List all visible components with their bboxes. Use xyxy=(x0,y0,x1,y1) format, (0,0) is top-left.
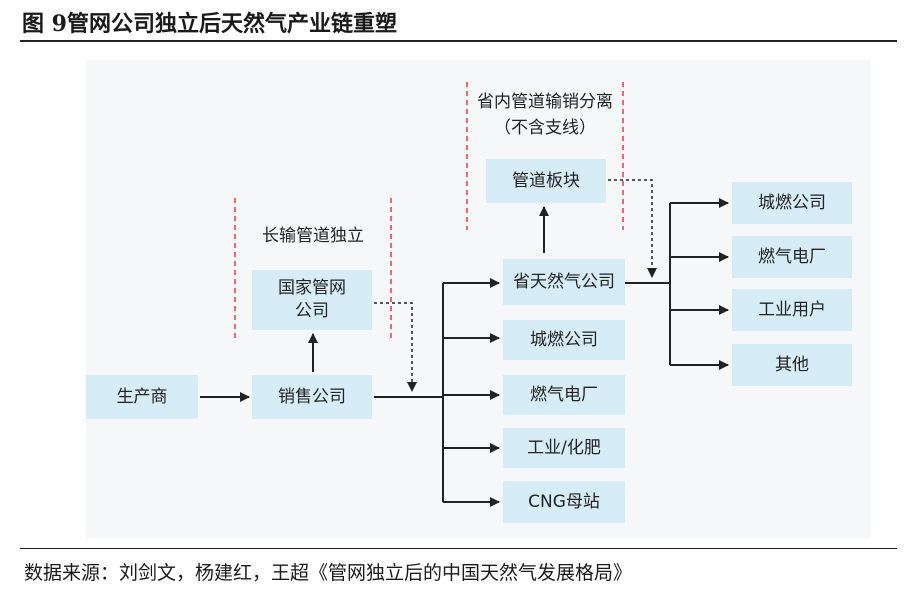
label-provincial-separation-1: 省内管道输销分离 xyxy=(477,92,613,112)
bottom-rule xyxy=(20,548,897,549)
node-cng-station: CNG母站 xyxy=(503,481,625,523)
figure-source: 数据来源：刘剑文，杨建红，王超《管网独立后的中国天然气发展格局》 xyxy=(24,562,633,584)
node-city-gas-right: 城燃公司 xyxy=(732,182,852,224)
diagram-canvas: 长输管道独立 省内管道输销分离 （不含支线） 生产商 销售公司 国家管网 公司 … xyxy=(86,60,871,538)
node-gas-power-right: 燃气电厂 xyxy=(732,236,852,278)
node-gas-power-mid: 燃气电厂 xyxy=(503,375,625,415)
diagram-connectors xyxy=(200,82,729,507)
node-provincial-gas: 省天然气公司 xyxy=(503,259,625,305)
node-producer: 生产商 xyxy=(86,375,198,419)
node-pipeline-segment: 管道板块 xyxy=(486,159,606,203)
dotted-segment-junction xyxy=(608,179,657,278)
top-rule xyxy=(20,40,897,42)
node-city-gas-mid: 城燃公司 xyxy=(503,320,625,360)
label-long-distance: 长输管道独立 xyxy=(262,226,364,246)
label-provincial-separation-2: （不含支线） xyxy=(494,118,596,138)
node-others: 其他 xyxy=(732,344,852,386)
dotted-national-junction xyxy=(374,302,417,392)
figure-title: 图 9管网公司独立后天然气产业链重塑 xyxy=(22,11,397,37)
node-industrial-users: 工业用户 xyxy=(732,289,852,331)
node-national-pipeline: 国家管网 公司 xyxy=(252,270,372,330)
node-industry-fertilizer: 工业/化肥 xyxy=(503,428,625,468)
node-sales-company: 销售公司 xyxy=(252,375,372,419)
